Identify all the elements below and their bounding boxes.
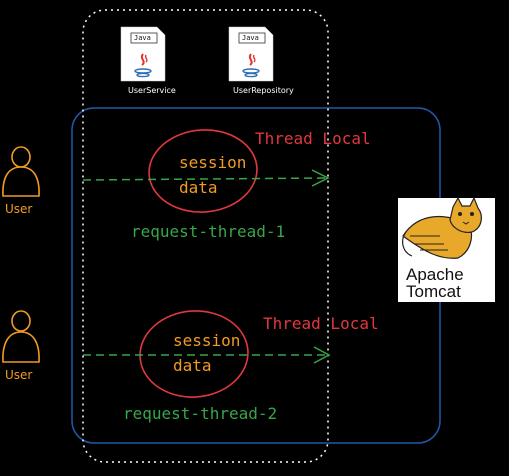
tomcat-container-box — [71, 107, 441, 444]
request-thread-label: request-thread-2 — [123, 404, 278, 423]
request-arrow — [83, 346, 331, 364]
thread-local-label: Thread Local — [263, 314, 379, 333]
request-thread-label: request-thread-1 — [131, 222, 286, 241]
java-file-icon — [120, 26, 166, 82]
session-circle — [148, 129, 258, 213]
user-icon — [2, 310, 40, 363]
tomcat-name-line2: Tomcat — [406, 282, 461, 301]
session-data-line1: session — [179, 153, 247, 172]
session-data-line1: session — [173, 331, 241, 350]
request-arrow — [82, 169, 330, 187]
beans-dotted-box — [82, 9, 329, 463]
java-file-icon — [228, 26, 274, 82]
user-label: User — [5, 202, 33, 216]
user-icon — [2, 146, 40, 197]
service-label: UserService — [128, 86, 176, 95]
session-data-line2: data — [179, 178, 218, 197]
service-label: UserRepository — [233, 86, 294, 95]
user-label: User — [5, 368, 33, 382]
tomcat-logo — [402, 196, 482, 259]
session-data-line2: data — [173, 356, 212, 375]
tomcat-name-line1: Apache — [406, 265, 464, 284]
thread-local-label: Thread Local — [255, 129, 371, 148]
java-badge: Java — [134, 34, 151, 42]
session-circle — [139, 310, 249, 398]
java-badge: Java — [242, 34, 259, 42]
